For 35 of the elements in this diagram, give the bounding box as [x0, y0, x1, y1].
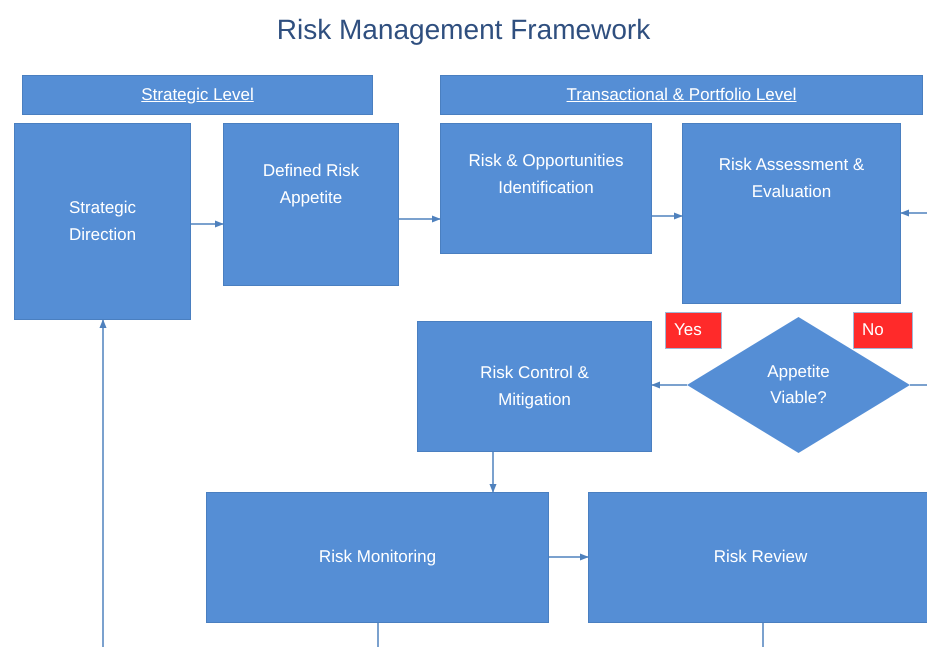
step-label: Strategic Direction: [68, 197, 138, 246]
answer-label: Yes: [674, 319, 702, 342]
process-box: [682, 123, 901, 304]
answer-flag: [665, 312, 722, 349]
arrow: [549, 553, 589, 561]
step-label: Appetite Viable?: [766, 360, 831, 409]
arrow: [99, 319, 107, 647]
step-label: Risk Review: [714, 546, 808, 568]
level-header: [22, 75, 373, 115]
arrow: [652, 212, 683, 220]
process-box: [417, 321, 652, 452]
arrow: [191, 220, 224, 228]
process-box: [14, 123, 191, 320]
process-box: [206, 492, 549, 623]
answer-flag: [853, 312, 913, 349]
process-box: [440, 123, 652, 254]
arrow: [651, 381, 687, 389]
arrow: [399, 215, 441, 223]
step-label: Risk Control & Mitigation: [479, 362, 590, 410]
answer-label: No: [862, 319, 884, 342]
step-label: Risk Monitoring: [318, 546, 436, 568]
arrow: [489, 452, 497, 493]
process-box: [588, 492, 927, 623]
process-box: [223, 123, 399, 286]
connector-line: [762, 623, 764, 647]
arrow: [900, 209, 927, 217]
level-header: [440, 75, 923, 115]
step-label: Defined Risk Appetite: [262, 160, 360, 208]
step-label: Risk Assessment & Evaluation: [718, 154, 866, 202]
level-label: Strategic Level: [141, 84, 254, 106]
connector-line: [910, 384, 927, 386]
level-label: Transactional & Portfolio Level: [566, 84, 796, 106]
step-label: Risk & Opportunities Identification: [468, 150, 624, 198]
diagram-title: Risk Management Framework: [276, 14, 652, 46]
connector-line: [377, 623, 379, 647]
